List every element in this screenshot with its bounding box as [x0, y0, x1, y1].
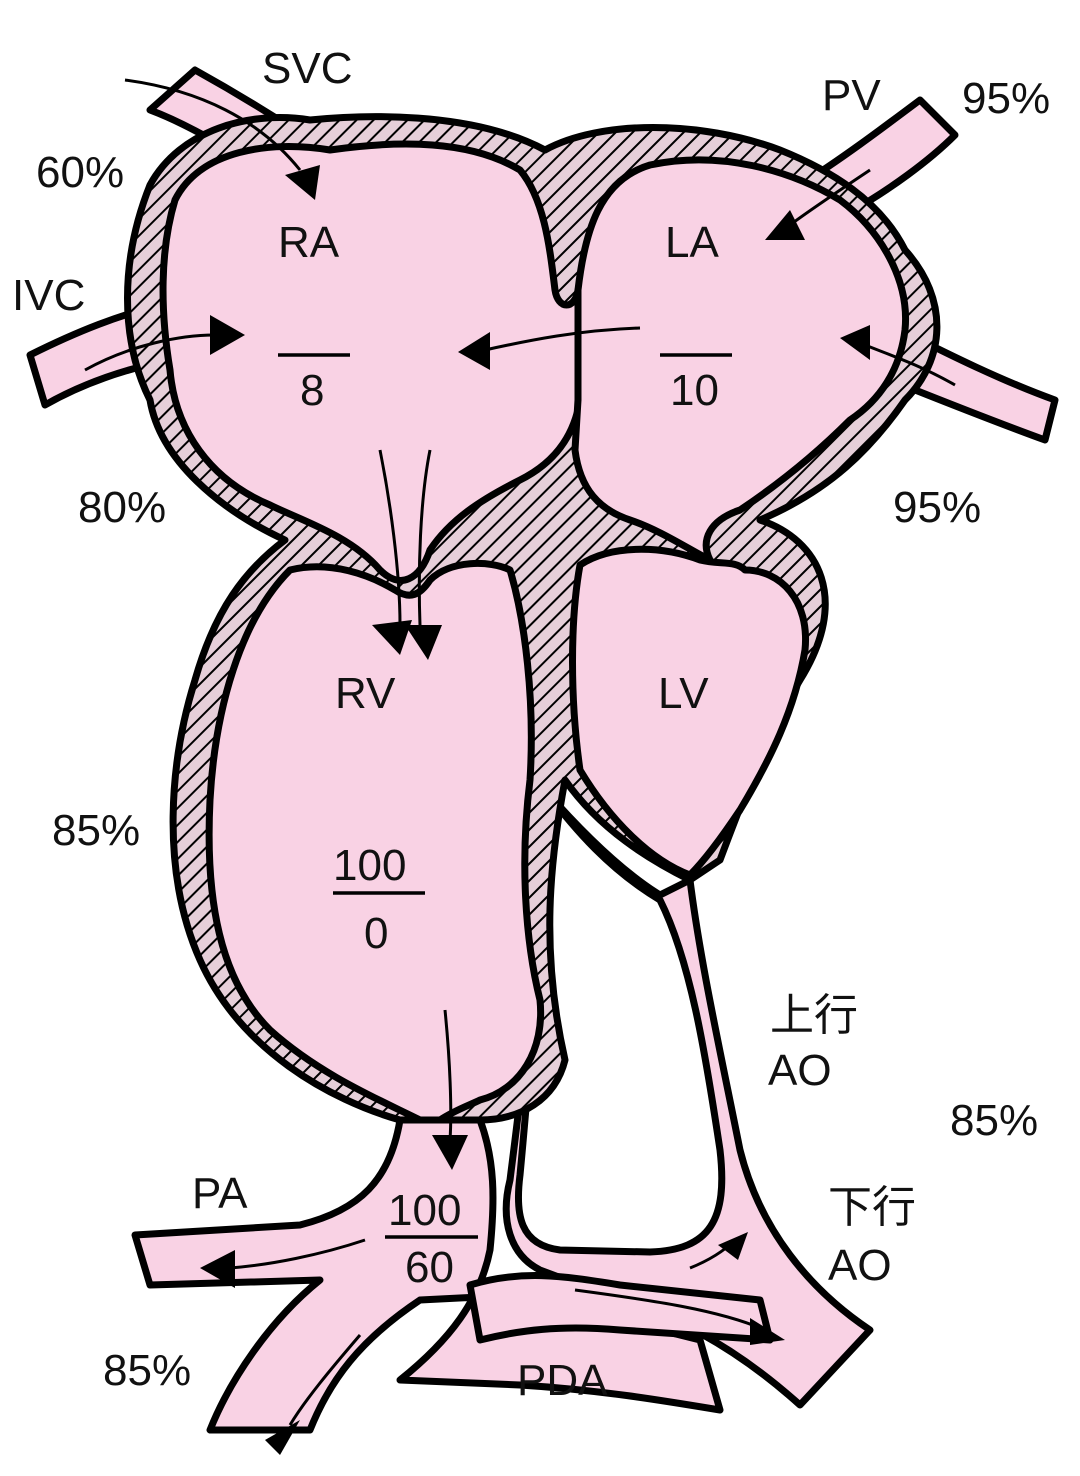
ra-label: RA	[278, 218, 340, 267]
ra-pressure: 8	[300, 366, 324, 415]
pv-lower-flow-arrowhead	[840, 325, 870, 360]
ascending-ao-label-line1: 上行	[770, 991, 858, 1040]
la-pressure: 10	[670, 366, 719, 415]
ra-saturation: 80%	[78, 483, 166, 532]
lv-label: LV	[658, 669, 709, 718]
ra-cavity[interactable]	[159, 140, 584, 584]
la-to-ra-flow-arrowhead	[458, 332, 490, 370]
svc-flow-arrowhead	[285, 165, 320, 200]
ra-to-rv-flow-arrowhead-1	[372, 620, 412, 655]
ivc-flow-arrow	[84, 333, 216, 372]
la-cavity[interactable]	[571, 156, 910, 564]
rv-label: RV	[335, 669, 396, 718]
pv-upper-flow-arrowhead	[765, 210, 805, 240]
pa-label: PA	[192, 1169, 248, 1218]
pda-vessel	[466, 1272, 774, 1344]
la-to-ra-flow-arrow	[484, 326, 641, 352]
pa-down-flow-arrowhead	[265, 1420, 300, 1455]
heart-walls	[124, 113, 941, 1124]
labels: SVC PV IVC 60% 95% RA 8 LA 10 80% 95% RV…	[12, 44, 1050, 1405]
rv-pressure-diastolic: 0	[364, 909, 388, 958]
svc-flow-arrow	[124, 78, 302, 171]
pressure-bars	[278, 353, 732, 1239]
lv-cavity[interactable]	[569, 545, 810, 879]
ivc-label: IVC	[12, 271, 85, 320]
pv-saturation: 95%	[962, 74, 1050, 123]
rv-cavity[interactable]	[205, 559, 545, 1124]
ra-to-rv-flow-arrow-2	[417, 449, 432, 626]
pda-label: PDA	[517, 1356, 608, 1405]
pa-left-flow-arrowhead	[200, 1250, 235, 1288]
la-saturation: 95%	[893, 483, 981, 532]
pa-pressure-systolic: 100	[388, 1186, 461, 1235]
pv-label: PV	[822, 71, 881, 120]
rv-pressure-systolic: 100	[333, 841, 406, 890]
pa-saturation: 85%	[103, 1346, 191, 1395]
la-label: LA	[665, 218, 719, 267]
svc-label: SVC	[262, 44, 352, 93]
flow-arrows	[84, 78, 956, 1455]
rv-to-pa-flow-arrow	[443, 1009, 453, 1141]
descending-ao-label-line2: AO	[828, 1241, 892, 1290]
ra-to-rv-flow-arrowhead-2	[405, 625, 442, 660]
pa-left-flow-arrow	[229, 1238, 366, 1270]
pda-flow-arrowhead	[750, 1318, 785, 1345]
descending-ao-label-line1: 下行	[828, 1183, 916, 1232]
pa-down-flow-arrow	[288, 1334, 362, 1426]
pda-flow-arrow	[574, 1288, 766, 1332]
pa-pressure-diastolic: 60	[405, 1243, 454, 1292]
pv-lower-flow-arrow	[864, 343, 956, 387]
aorta-saturation: 85%	[950, 1096, 1038, 1145]
pv-upper-flow-arrow	[789, 168, 871, 227]
svc-saturation: 60%	[36, 148, 124, 197]
rv-saturation: 85%	[52, 806, 140, 855]
ivc-flow-arrowhead	[210, 315, 245, 355]
rv-to-pa-flow-arrowhead	[432, 1135, 468, 1170]
ascending-ao-label-line2: AO	[768, 1046, 832, 1095]
aortic-arch-flow-arrowhead	[718, 1232, 748, 1260]
ra-to-rv-flow-arrow-1	[378, 449, 402, 626]
